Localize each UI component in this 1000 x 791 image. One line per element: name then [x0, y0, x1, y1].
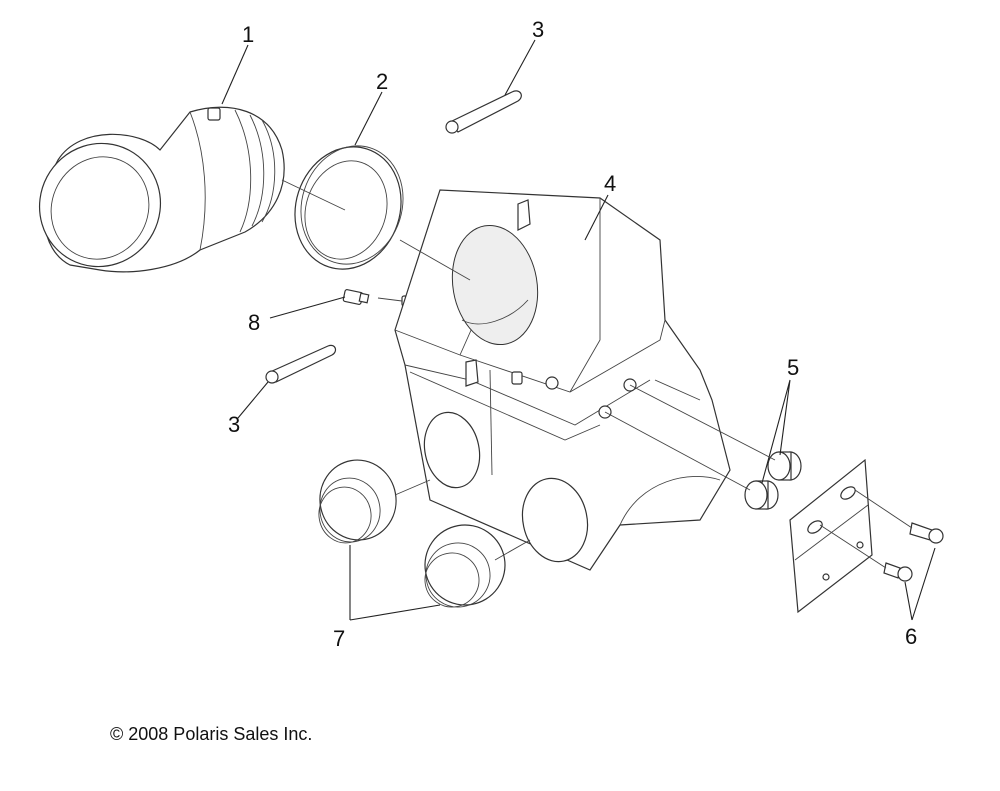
callout-1: 1 [242, 22, 254, 47]
copyright-notice: © 2008 Polaris Sales Inc. [110, 724, 313, 744]
part-2-coupler-ring [294, 145, 404, 270]
part-7-boots [318, 459, 506, 608]
leader-lines [221, 39, 936, 621]
callout-3-bottom: 3 [228, 412, 240, 437]
part-8-fitting [342, 289, 413, 307]
callout-2: 2 [376, 69, 388, 94]
callout-7: 7 [333, 626, 345, 651]
part-5-grommets [744, 451, 802, 510]
callout-4: 4 [604, 171, 616, 196]
part-4-airbox-housing [394, 189, 731, 571]
callout-3-top: 3 [532, 17, 544, 42]
callout-5: 5 [787, 355, 799, 380]
part-3-strap-bottom [265, 344, 337, 384]
callout-8: 8 [248, 310, 260, 335]
part-3-strap-top [445, 90, 522, 134]
callout-labels: 1 2 3 4 5 6 7 8 3 [228, 17, 917, 651]
callout-6: 6 [905, 624, 917, 649]
part-6-bracket-bolts [789, 458, 944, 614]
part-1-intake-duct [38, 106, 285, 273]
